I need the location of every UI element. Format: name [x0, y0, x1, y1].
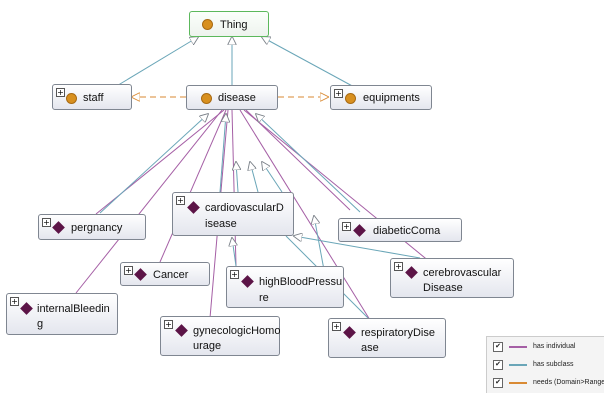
- node-label-line2: re: [259, 292, 269, 304]
- node-respiratorydisease[interactable]: + respiratoryDise ase: [328, 318, 446, 358]
- legend-line-blue: [509, 364, 527, 366]
- node-cancer[interactable]: + Cancer: [120, 262, 210, 286]
- edge-hbp-resp: [314, 216, 325, 271]
- edge-disease-resp-ind: [239, 109, 371, 321]
- node-label: staff: [83, 92, 104, 104]
- node-label: diabeticComa: [373, 225, 441, 237]
- edge-cerebro-cardio: [294, 236, 421, 259]
- node-label-line2: isease: [205, 218, 237, 230]
- individual-diamond-icon: [405, 266, 418, 279]
- expand-plus-icon[interactable]: +: [394, 262, 403, 271]
- legend-label: has individual: [533, 343, 576, 350]
- legend-label: has subclass: [533, 361, 574, 368]
- edge-disease-internal-ind: [75, 109, 223, 294]
- node-pergnancy[interactable]: + pergnancy: [38, 214, 146, 240]
- node-staff[interactable]: + staff: [52, 84, 132, 110]
- class-circle-icon: [345, 93, 356, 104]
- edge-cardio3-disease: [250, 162, 259, 193]
- expand-plus-icon[interactable]: +: [10, 297, 19, 306]
- class-circle-icon: [201, 93, 212, 104]
- node-diabeticcoma[interactable]: + diabeticComa: [338, 218, 462, 242]
- node-label-line1: respiratoryDise: [361, 327, 435, 339]
- edge-cardio2-disease: [236, 162, 238, 193]
- node-label-line1: gynecologicHomo: [193, 325, 281, 337]
- expand-plus-icon[interactable]: +: [332, 322, 341, 331]
- expand-plus-icon[interactable]: +: [342, 222, 351, 231]
- edge-disease-cancer-ind: [159, 109, 227, 263]
- legend-line-purple: [509, 346, 527, 348]
- individual-diamond-icon: [20, 302, 33, 315]
- expand-plus-icon[interactable]: +: [334, 89, 343, 98]
- node-disease[interactable]: disease: [186, 85, 278, 110]
- individual-diamond-icon: [353, 224, 366, 237]
- node-label-line2: urage: [193, 340, 222, 352]
- node-label-line2: g: [37, 318, 44, 330]
- node-label: disease: [218, 92, 256, 104]
- class-circle-icon: [202, 19, 213, 30]
- node-internalbleeding[interactable]: + internalBleedin g: [6, 293, 118, 335]
- individual-diamond-icon: [134, 268, 147, 281]
- edge-cardio4-disease: [262, 162, 283, 193]
- node-label-line1: cardiovascularD: [205, 202, 284, 214]
- class-circle-icon: [66, 93, 77, 104]
- individual-diamond-icon: [52, 221, 65, 234]
- node-thing[interactable]: Thing: [189, 11, 269, 37]
- edge-disease-diabetic-ind: [245, 109, 351, 211]
- expand-plus-icon[interactable]: +: [42, 218, 51, 227]
- node-label-line2: Disease: [423, 282, 463, 294]
- node-label-line1: cerebrovascular: [423, 267, 502, 279]
- edge-pergnancy-disease: [99, 114, 208, 214]
- node-highbloodpressure[interactable]: + highBloodPressu re: [226, 266, 344, 308]
- node-label-line1: internalBleedin: [37, 303, 110, 315]
- node-label: Thing: [220, 19, 248, 31]
- edge-staff-thing: [109, 37, 198, 91]
- expand-plus-icon[interactable]: +: [164, 320, 173, 329]
- node-label-line1: highBloodPressu: [259, 276, 343, 288]
- edge-equipments-thing: [262, 37, 357, 89]
- legend-checkbox[interactable]: ✔: [493, 342, 503, 352]
- legend-checkbox[interactable]: ✔: [493, 360, 503, 370]
- individual-diamond-icon: [187, 201, 200, 214]
- expand-plus-icon[interactable]: +: [124, 266, 133, 275]
- node-cardiovasculardisease[interactable]: + cardiovascularD isease: [172, 192, 294, 236]
- edge-cardio-disease: [219, 114, 226, 193]
- individual-diamond-icon: [241, 275, 254, 288]
- edge-diabetic-disease: [256, 114, 361, 213]
- legend-line-orange: [509, 382, 527, 384]
- expand-plus-icon[interactable]: +: [230, 270, 239, 279]
- node-cerebrovasculardisease[interactable]: + cerebrovascular Disease: [390, 258, 514, 298]
- legend-checkbox[interactable]: ✔: [493, 378, 503, 388]
- legend-label: needs (Domain>Range): [533, 379, 604, 386]
- individual-diamond-icon: [343, 326, 356, 339]
- node-label: Cancer: [153, 269, 189, 281]
- expand-plus-icon[interactable]: +: [56, 88, 65, 97]
- node-gynecologichomourage[interactable]: + gynecologicHomo urage: [160, 316, 280, 356]
- node-label: pergnancy: [71, 222, 123, 234]
- legend-panel: ✔ has individual ✔ has subclass ✔ needs …: [486, 336, 604, 393]
- edge-hbp-cardio: [232, 238, 236, 267]
- node-equipments[interactable]: + equipments: [330, 85, 432, 110]
- individual-diamond-icon: [175, 324, 188, 337]
- node-label-line2: ase: [361, 342, 379, 354]
- node-label: equipments: [363, 92, 420, 104]
- expand-plus-icon[interactable]: +: [176, 196, 185, 205]
